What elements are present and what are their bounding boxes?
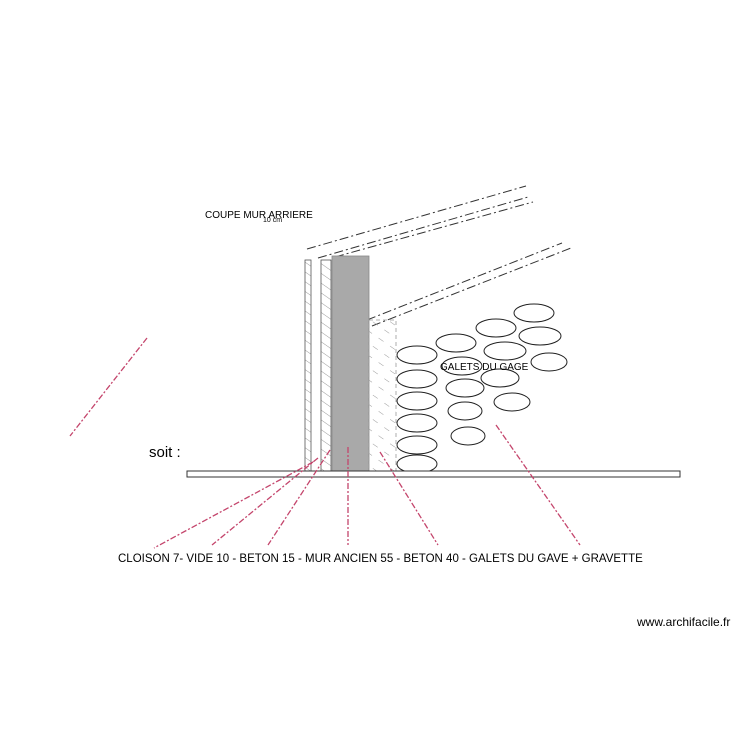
roof-line-2	[317, 196, 529, 259]
legend-text: CLOISON 7- VIDE 10 - BETON 15 - MUR ANCI…	[118, 553, 643, 565]
galet	[396, 454, 438, 474]
galet	[445, 378, 485, 398]
roof-line-5	[371, 247, 572, 327]
ground-slab	[186, 470, 681, 478]
galet	[435, 333, 477, 353]
galet	[396, 345, 438, 365]
galet	[483, 341, 527, 361]
soit-label: soit :	[149, 444, 181, 461]
roof-line-4	[366, 242, 563, 321]
leader-line-galets	[495, 424, 581, 546]
leader-line-beton-15	[267, 449, 331, 546]
layer-beton-15	[320, 259, 332, 473]
galet	[396, 435, 438, 455]
galet	[396, 369, 438, 389]
drawing-title: COUPE MUR ARRIERE	[205, 210, 313, 221]
leader-line-soit	[69, 337, 148, 437]
roof-line-3	[334, 201, 534, 258]
layer-cloison	[304, 259, 312, 473]
leader-line-vide	[211, 457, 319, 546]
layer-mur-ancien	[331, 255, 370, 473]
galet	[513, 303, 555, 323]
watermark[interactable]: www.archifacile.fr	[637, 615, 731, 629]
layer-beton-40	[368, 319, 397, 473]
galet	[530, 352, 568, 372]
galet	[396, 391, 438, 411]
roof-line-1	[306, 185, 527, 250]
galet	[396, 413, 438, 433]
galet	[447, 401, 483, 421]
galet	[518, 326, 562, 346]
dimension-note: 10 cm	[263, 217, 283, 224]
galets-group	[396, 303, 568, 474]
galet	[475, 318, 517, 338]
galet	[441, 356, 483, 376]
roof-lines	[306, 185, 572, 327]
galet	[450, 426, 486, 446]
galet	[493, 392, 531, 412]
leader-lines	[69, 337, 581, 549]
galets-label: GALETS DU GAGE	[440, 362, 529, 373]
galet	[480, 368, 520, 388]
